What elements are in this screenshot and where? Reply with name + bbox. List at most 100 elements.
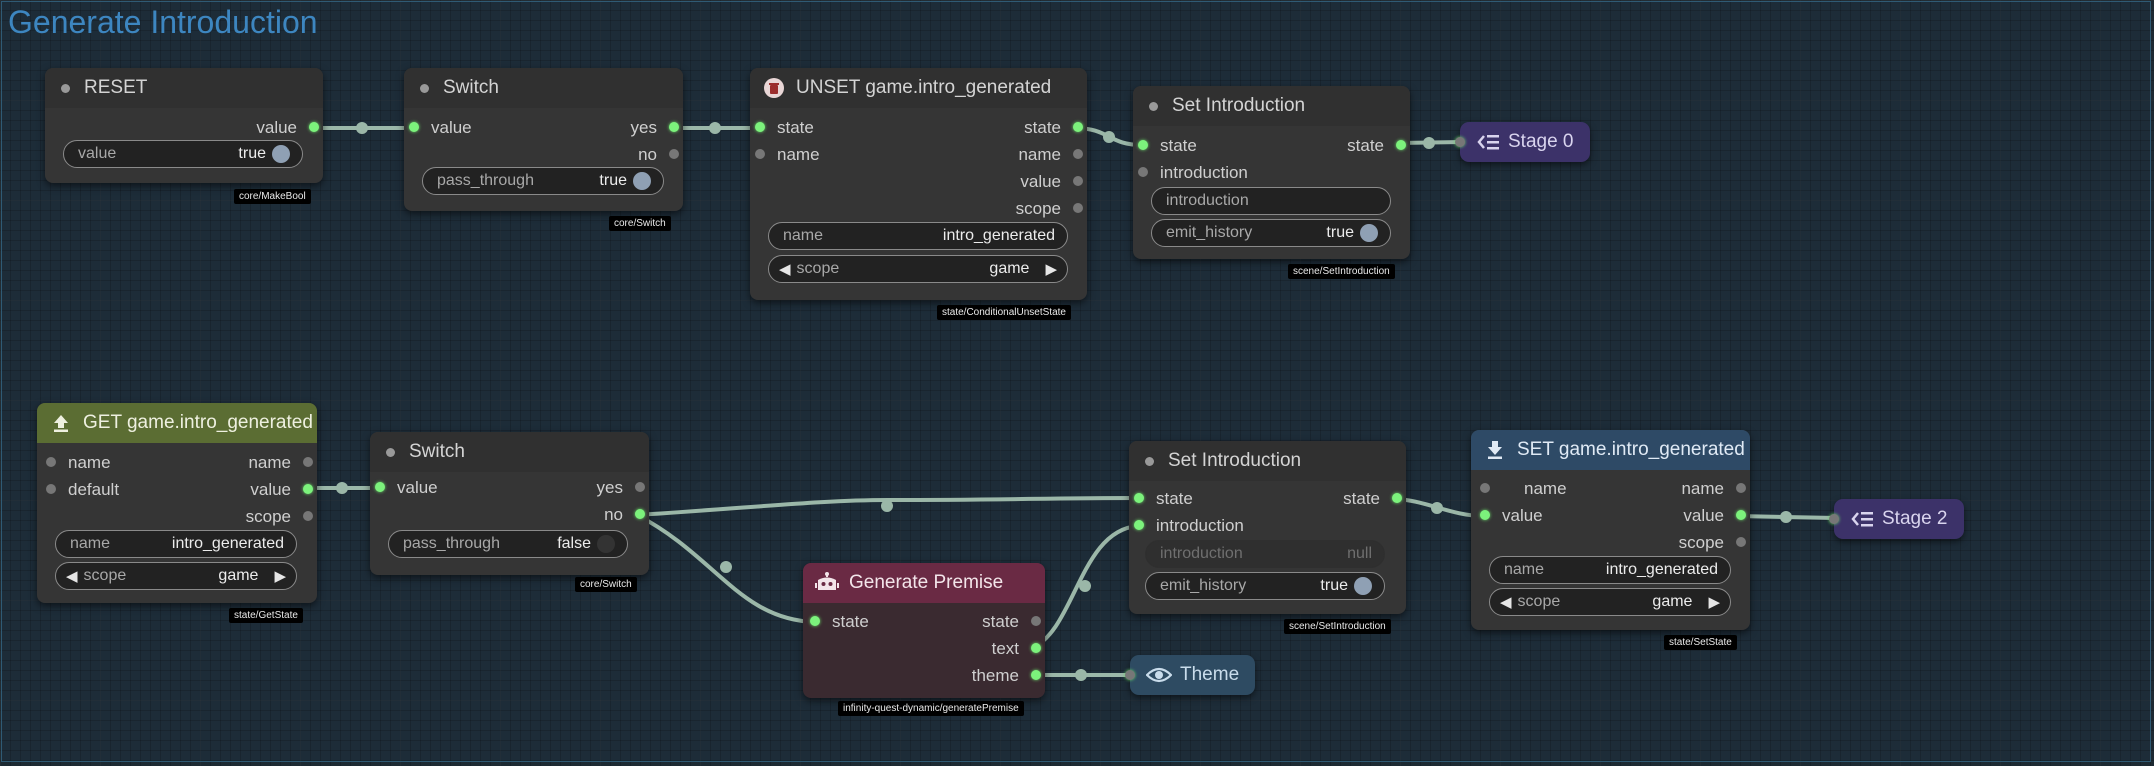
output-slot-value[interactable]: value (250, 480, 313, 500)
slot-pin[interactable] (1138, 167, 1148, 177)
slot-pin[interactable] (1736, 510, 1746, 520)
output-slot-no[interactable]: no (638, 145, 679, 165)
node-header[interactable]: Set Introduction (1133, 86, 1410, 126)
slot-pin[interactable] (46, 457, 56, 467)
node-set-introduction-bottom[interactable]: Set Introduction state introduction stat… (1129, 441, 1406, 614)
node-header[interactable]: Set Introduction (1129, 441, 1406, 481)
output-slot-yes[interactable]: yes (597, 478, 645, 498)
collapse-dot[interactable] (1145, 456, 1154, 466)
slot-pin[interactable] (409, 122, 419, 132)
input-slot-state[interactable]: state (1134, 489, 1193, 509)
slot-pin[interactable] (1134, 493, 1144, 503)
stage-node-2[interactable]: Stage 2 (1829, 499, 1964, 539)
output-slot-name[interactable]: name (1681, 479, 1746, 499)
wire-reroute-dot[interactable] (881, 500, 893, 512)
slot-pin[interactable] (755, 149, 765, 159)
slot-pin[interactable] (1031, 643, 1041, 653)
slot-pin[interactable] (303, 457, 313, 467)
slot-pin[interactable] (1396, 140, 1406, 150)
node-header[interactable]: Switch (370, 432, 649, 472)
text-widget-introduction[interactable]: introduction (1151, 187, 1391, 215)
output-slot-state[interactable]: state (982, 612, 1041, 632)
output-slot-yes[interactable]: yes (631, 118, 679, 138)
arrow-left-icon[interactable]: ◀ (779, 261, 791, 278)
slot-pin[interactable] (669, 149, 679, 159)
arrow-right-icon[interactable]: ▶ (1045, 261, 1057, 278)
input-slot-value[interactable]: value (409, 118, 472, 138)
wire-reroute-dot[interactable] (1431, 502, 1443, 514)
slot-pin[interactable] (669, 122, 679, 132)
output-slot-value[interactable]: value (256, 118, 319, 138)
collapse-dot[interactable] (61, 83, 70, 93)
wire-reroute-dot[interactable] (720, 561, 732, 573)
node-set-introduction-top[interactable]: Set Introduction state introduction stat… (1133, 86, 1410, 259)
wire-reroute-dot[interactable] (709, 122, 721, 134)
input-slot-state[interactable]: state (810, 612, 869, 632)
wire-reroute-dot[interactable] (336, 482, 348, 494)
output-slot-state[interactable]: state (1024, 118, 1083, 138)
wire-reroute-dot[interactable] (1079, 580, 1091, 592)
output-slot-value[interactable]: value (1020, 172, 1083, 192)
slot-pin[interactable] (1134, 520, 1144, 530)
slot-pin[interactable] (1736, 483, 1746, 493)
slot-pin[interactable] (1031, 616, 1041, 626)
arrow-right-icon[interactable]: ▶ (274, 568, 286, 585)
output-slot-no[interactable]: no (604, 505, 645, 525)
wire-reroute-dot[interactable] (1103, 131, 1115, 143)
slot-pin[interactable] (1480, 483, 1490, 493)
slot-pin[interactable] (303, 511, 313, 521)
stage-node-0[interactable]: Stage 0 (1455, 122, 1590, 162)
node-get-state[interactable]: GET game.intro_generated name default na… (37, 403, 317, 603)
node-set-state[interactable]: SET game.intro_generated name value name… (1471, 430, 1750, 630)
slot-pin[interactable] (810, 616, 820, 626)
input-slot-name[interactable]: name (46, 453, 111, 473)
slot-pin[interactable] (1031, 670, 1041, 680)
collapse-dot[interactable] (1149, 101, 1158, 111)
slot-pin[interactable] (1480, 510, 1490, 520)
arrow-left-icon[interactable]: ◀ (1500, 594, 1512, 611)
output-slot-scope[interactable]: scope (1679, 533, 1746, 553)
wire-reroute-dot[interactable] (356, 122, 368, 134)
slot-pin[interactable] (1125, 670, 1135, 680)
theme-watch-node[interactable]: Theme (1125, 655, 1256, 695)
input-slot-introduction[interactable]: introduction (1134, 516, 1244, 536)
slot-pin[interactable] (1455, 137, 1465, 147)
output-slot-state[interactable]: state (1347, 136, 1406, 156)
node-header[interactable]: Generate Premise (803, 563, 1045, 603)
input-slot-name[interactable]: name (1480, 479, 1567, 499)
output-slot-text[interactable]: text (992, 639, 1041, 659)
arrow-left-icon[interactable]: ◀ (66, 568, 78, 585)
node-generate-premise[interactable]: Generate Premise state state text theme (803, 563, 1045, 698)
output-slot-name[interactable]: name (248, 453, 313, 473)
input-slot-introduction[interactable]: introduction (1138, 163, 1248, 183)
output-slot-scope[interactable]: scope (1016, 199, 1083, 219)
node-header[interactable]: GET game.intro_generated (37, 403, 317, 443)
node-header[interactable]: RESET (45, 68, 323, 108)
wire-reroute-dot[interactable] (1075, 669, 1087, 681)
slot-pin[interactable] (635, 509, 645, 519)
node-header[interactable]: UNSET game.intro_generated (750, 68, 1087, 108)
slot-pin[interactable] (1392, 493, 1402, 503)
wire-reroute-dot[interactable] (1423, 137, 1435, 149)
output-slot-scope[interactable]: scope (246, 507, 313, 527)
input-slot-default[interactable]: default (46, 480, 119, 500)
slot-pin[interactable] (755, 122, 765, 132)
slot-pin[interactable] (635, 482, 645, 492)
input-slot-state[interactable]: state (755, 118, 814, 138)
slot-pin[interactable] (46, 484, 56, 494)
slot-pin[interactable] (1073, 122, 1083, 132)
input-slot-state[interactable]: state (1138, 136, 1197, 156)
